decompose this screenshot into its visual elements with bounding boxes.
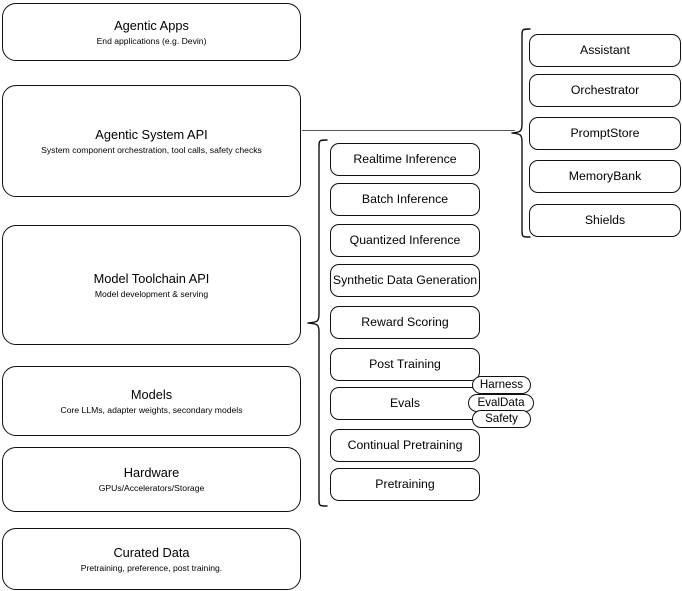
item-label: Evals [389,396,421,410]
layer-subtitle: Model development & serving [94,288,209,299]
toolchain-item-continual-pretraining[interactable]: Continual Pretraining [330,429,480,462]
layer-title: Agentic System API [95,126,208,142]
item-label: Realtime Inference [353,152,457,166]
layer-subtitle: System component orchestration, tool cal… [41,144,262,155]
layer-subtitle: End applications (e.g. Devin) [96,35,207,46]
layer-subtitle: Core LLMs, adapter weights, secondary mo… [60,404,243,415]
item-label: Quantized Inference [349,233,461,247]
layer-curated-data[interactable]: Curated Data Pretraining, preference, po… [2,528,301,590]
layer-model-toolchain-api[interactable]: Model Toolchain API Model development & … [2,225,301,345]
layer-agentic-apps[interactable]: Agentic Apps End applications (e.g. Devi… [2,3,301,61]
layer-subtitle: GPUs/Accelerators/Storage [98,483,205,493]
toolchain-item-post-training[interactable]: Post Training [330,348,480,381]
item-label: Continual Pretraining [347,438,463,452]
toolchain-item-reward-scoring[interactable]: Reward Scoring [330,306,480,339]
eval-badge-safety[interactable]: Safety [472,410,531,428]
layer-title: Curated Data [113,544,190,560]
item-label: Pretraining [375,477,435,491]
item-label: Orchestrator [570,83,640,97]
layer-title: Agentic Apps [114,17,189,33]
item-label: Assistant [580,43,630,57]
item-label: Reward Scoring [361,315,449,329]
system-item-orchestrator[interactable]: Orchestrator [529,74,681,107]
system-item-memorybank[interactable]: MemoryBank [529,160,681,193]
item-label: Post Training [369,357,441,371]
item-label: Batch Inference [361,192,449,206]
toolchain-item-batch-inference[interactable]: Batch Inference [330,183,480,216]
connector-line-system-api [302,130,515,132]
item-label: MemoryBank [568,169,642,183]
layer-agentic-system-api[interactable]: Agentic System API System component orch… [2,85,301,197]
system-item-assistant[interactable]: Assistant [529,34,681,67]
item-label: Shields [584,213,626,227]
toolchain-item-synthetic-data-generation[interactable]: Synthetic Data Generation [330,264,480,297]
eval-badge-harness[interactable]: Harness [472,376,531,394]
layer-title: Model Toolchain API [93,270,210,286]
toolchain-item-pretraining[interactable]: Pretraining [330,468,480,501]
item-label: PromptStore [570,126,640,140]
system-item-promptstore[interactable]: PromptStore [529,117,681,150]
toolchain-item-evals[interactable]: Evals [330,387,480,420]
item-label: Synthetic Data Generation [332,273,478,287]
layer-subtitle: Pretraining, preference, post training. [80,562,223,573]
toolchain-item-quantized-inference[interactable]: Quantized Inference [330,224,480,257]
layer-title: Hardware [123,465,180,480]
layer-hardware[interactable]: Hardware GPUs/Accelerators/Storage [2,447,301,512]
brace-toolchain [307,139,328,507]
toolchain-item-realtime-inference[interactable]: Realtime Inference [330,143,480,176]
layer-models[interactable]: Models Core LLMs, adapter weights, secon… [2,366,301,436]
system-item-shields[interactable]: Shields [529,204,681,237]
layer-title: Models [130,386,173,402]
